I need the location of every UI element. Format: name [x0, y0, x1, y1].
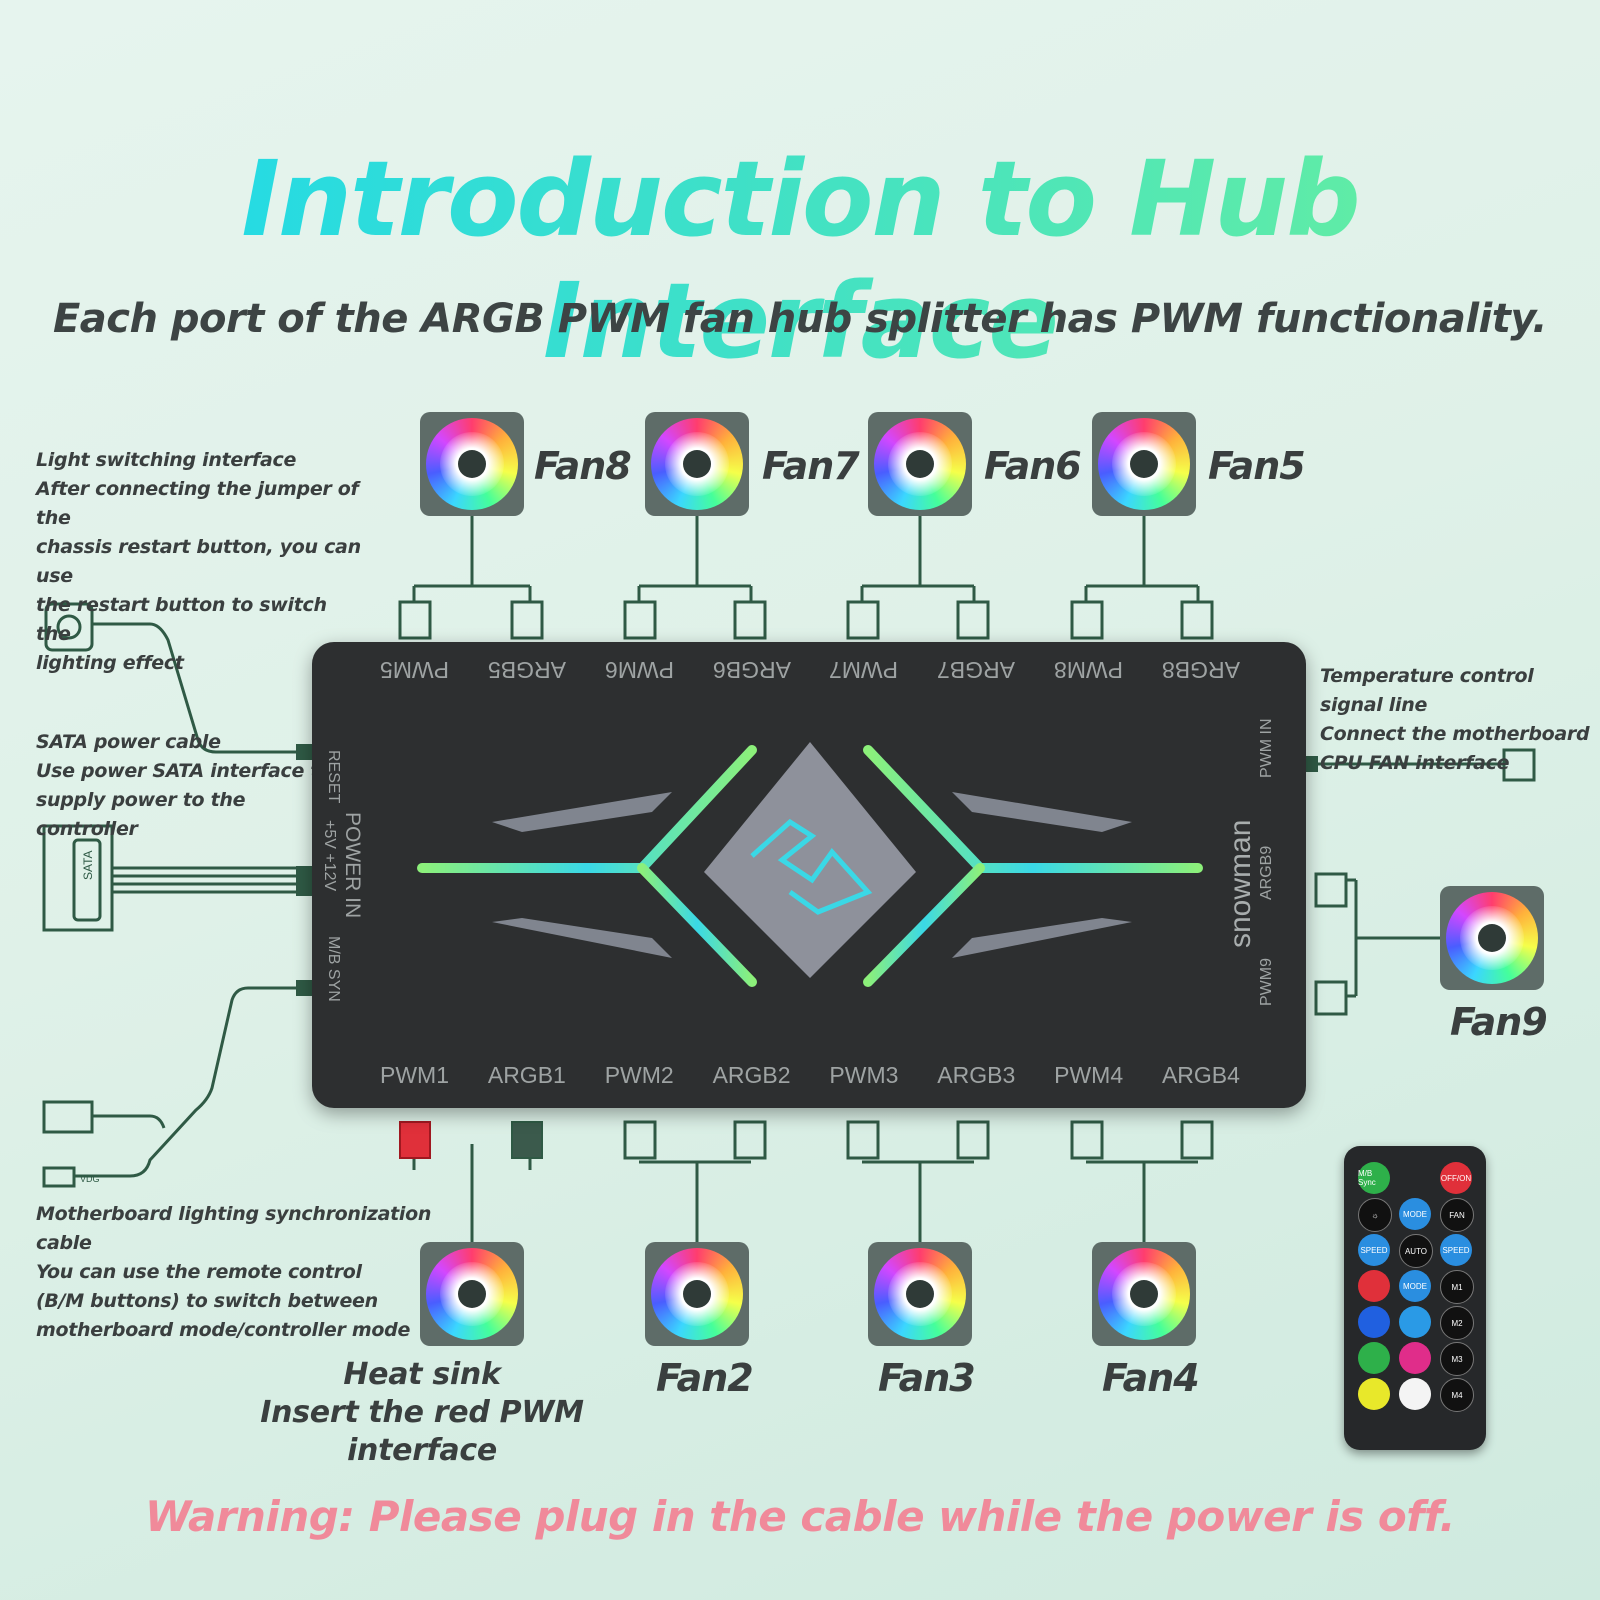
bottom-wires [412, 1144, 1198, 1242]
heat-sink-fan-icon [420, 1242, 524, 1346]
port-label: ARGB3 [937, 1062, 1016, 1088]
remote-button[interactable]: M/B Sync [1358, 1162, 1390, 1194]
temp-control-note: Temperature control signal line Connect … [1320, 665, 1590, 774]
sync-note: Motherboard lighting synchronization cab… [36, 1203, 432, 1341]
port-label: ARGB2 [712, 1062, 791, 1088]
fan9-icon [1440, 886, 1544, 990]
sata-note: SATA power cable Use power SATA interfac… [36, 731, 332, 840]
yellow-color-button[interactable] [1358, 1378, 1390, 1410]
port-label: ARGB1 [487, 1062, 566, 1088]
light-blue-color-button[interactable] [1399, 1306, 1431, 1338]
fan5-icon [1092, 412, 1196, 516]
page-subtitle: Each port of the ARGB PWM fan hub splitt… [52, 296, 1548, 342]
remote-button[interactable]: SPEED [1440, 1234, 1472, 1266]
pink-color-button[interactable] [1399, 1342, 1431, 1374]
fan4-icon [1092, 1242, 1196, 1346]
fan5-label: Fan5 [1208, 444, 1306, 488]
remote-button[interactable]: M2 [1440, 1306, 1474, 1340]
white-color-button[interactable] [1399, 1378, 1431, 1410]
fan6-icon [868, 412, 972, 516]
fan7-label: Fan7 [762, 444, 860, 488]
port-label: ARGB4 [1161, 1062, 1240, 1088]
remote-button[interactable]: M3 [1440, 1342, 1474, 1376]
fan9-label: Fan9 [1450, 1000, 1548, 1044]
remote-button[interactable]: FAN [1440, 1198, 1474, 1232]
fan2-icon [645, 1242, 749, 1346]
brightness-icon[interactable]: ☼ [1358, 1198, 1392, 1232]
port-label: PWM3 [829, 1062, 899, 1088]
remote-button[interactable]: AUTO [1399, 1234, 1433, 1268]
remote-button[interactable]: SPEED [1358, 1234, 1390, 1266]
fan7-icon [645, 412, 749, 516]
heat-sink-note: Heat sink Insert the red PWM interface [260, 1357, 584, 1468]
fan8-icon [420, 412, 524, 516]
port-label: PWM4 [1054, 1062, 1124, 1088]
remote-button[interactable]: M1 [1440, 1270, 1474, 1304]
fan4-label: Fan4 [1102, 1356, 1200, 1400]
port-label: PWM2 [604, 1062, 674, 1088]
remote-control[interactable]: M/B Sync OFF/ON ☼ MODE FAN SPEED AUTO SP… [1344, 1146, 1486, 1450]
vdg-text: VDG [80, 1174, 100, 1184]
blue-color-button[interactable] [1358, 1306, 1390, 1338]
fan-hub-board: PWM5 ARGB5 PWM6 ARGB6 PWM7 ARGB7 PWM8 AR… [312, 642, 1306, 1108]
bottom-port-labels: PWM1 ARGB1 PWM2 ARGB2 PWM3 ARGB3 PWM4 AR… [380, 1062, 1240, 1089]
remote-button[interactable]: M4 [1440, 1378, 1474, 1412]
warning-text: Warning: Please plug in the cable while … [145, 1492, 1455, 1541]
page-title: Introduction to Hub Interface [0, 138, 1600, 382]
fan6-label: Fan6 [984, 444, 1082, 488]
red-color-button[interactable] [1358, 1270, 1390, 1302]
port-label: PWM1 [380, 1062, 449, 1088]
remote-button[interactable]: OFF/ON [1440, 1162, 1472, 1194]
fan3-icon [868, 1242, 972, 1346]
hub-light-pattern [417, 742, 1203, 987]
top-wires [412, 510, 1200, 602]
fan3-label: Fan3 [878, 1356, 976, 1400]
light-switch-note: Light switching interface After connecti… [36, 449, 361, 674]
sata-text: SATA [81, 850, 95, 880]
remote-button[interactable]: MODE [1399, 1198, 1431, 1230]
remote-button[interactable]: MODE [1399, 1270, 1431, 1302]
fan2-label: Fan2 [656, 1356, 754, 1400]
fan8-label: Fan8 [534, 444, 632, 488]
green-color-button[interactable] [1358, 1342, 1390, 1374]
